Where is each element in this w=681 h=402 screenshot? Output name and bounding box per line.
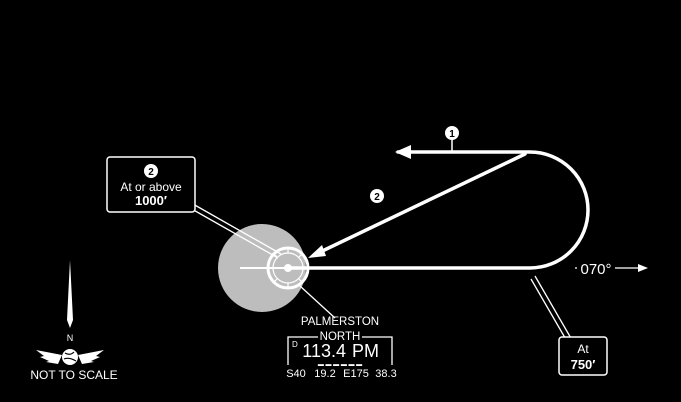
navaid-name-line1: PALMERSTON [301, 316, 379, 328]
altitude-box-1-marker: 2 [148, 167, 154, 178]
navaid-leader [299, 285, 336, 319]
altitude-box-1 [106, 156, 196, 213]
inbound-leg [312, 152, 527, 257]
altitude-box-1-marker-circle [144, 164, 158, 178]
dme-flag: D [292, 340, 298, 349]
navaid-info-box: PALMERSTON NORTH D 113.4 PM ▬ ▬ ▬ ▬ ▬ ▬ … [286, 316, 397, 380]
step2-marker: 2 [374, 192, 380, 203]
north-letter: N [67, 333, 74, 343]
step2-marker-circle [370, 189, 384, 203]
procedure-track [286, 150, 590, 270]
step1-marker-circle [445, 126, 459, 140]
north-arrow-icon [67, 260, 73, 328]
navaid-name-line2: NORTH [320, 331, 361, 343]
vor-dme-symbol [266, 246, 310, 290]
altitude-box-1-leader-b [192, 203, 282, 255]
step1-marker: 1 [449, 129, 455, 140]
navaid-ident: PM [352, 341, 379, 361]
track-arrow-west [395, 145, 411, 159]
altitude-box-1-leader-a [189, 207, 279, 259]
altitude-box-2-line2: 750′ [571, 357, 596, 372]
altitude-box-1-line2: 1000′ [135, 193, 167, 208]
altitude-box-2-leader-b [530, 278, 569, 344]
altitude-box-1-line1: At or above [120, 180, 182, 194]
coord-lon-hemisphere: E175 [343, 368, 369, 380]
coord-lon-minutes: 38.3 [375, 368, 396, 380]
not-to-scale-note: NOT TO SCALE [30, 368, 117, 382]
altitude-box-2-line1: At [577, 342, 589, 356]
inbound-arrow [308, 245, 326, 258]
track-label: 070° [580, 261, 611, 278]
north-indicator: N NOT TO SCALE [30, 260, 118, 382]
track-extension-arrow [638, 264, 648, 272]
winged-globe-icon [36, 349, 104, 365]
navaid-morse: ▬ ▬ ▬ ▬ ▬ ▬ [318, 362, 362, 368]
altitude-box-2 [558, 336, 608, 376]
altitude-box-2-leader-a [534, 275, 573, 341]
coord-lat-minutes: 19.2 [314, 368, 335, 380]
navaid-frequency: 113.4 [302, 341, 346, 361]
coord-lat-hemisphere: S40 [286, 368, 306, 380]
